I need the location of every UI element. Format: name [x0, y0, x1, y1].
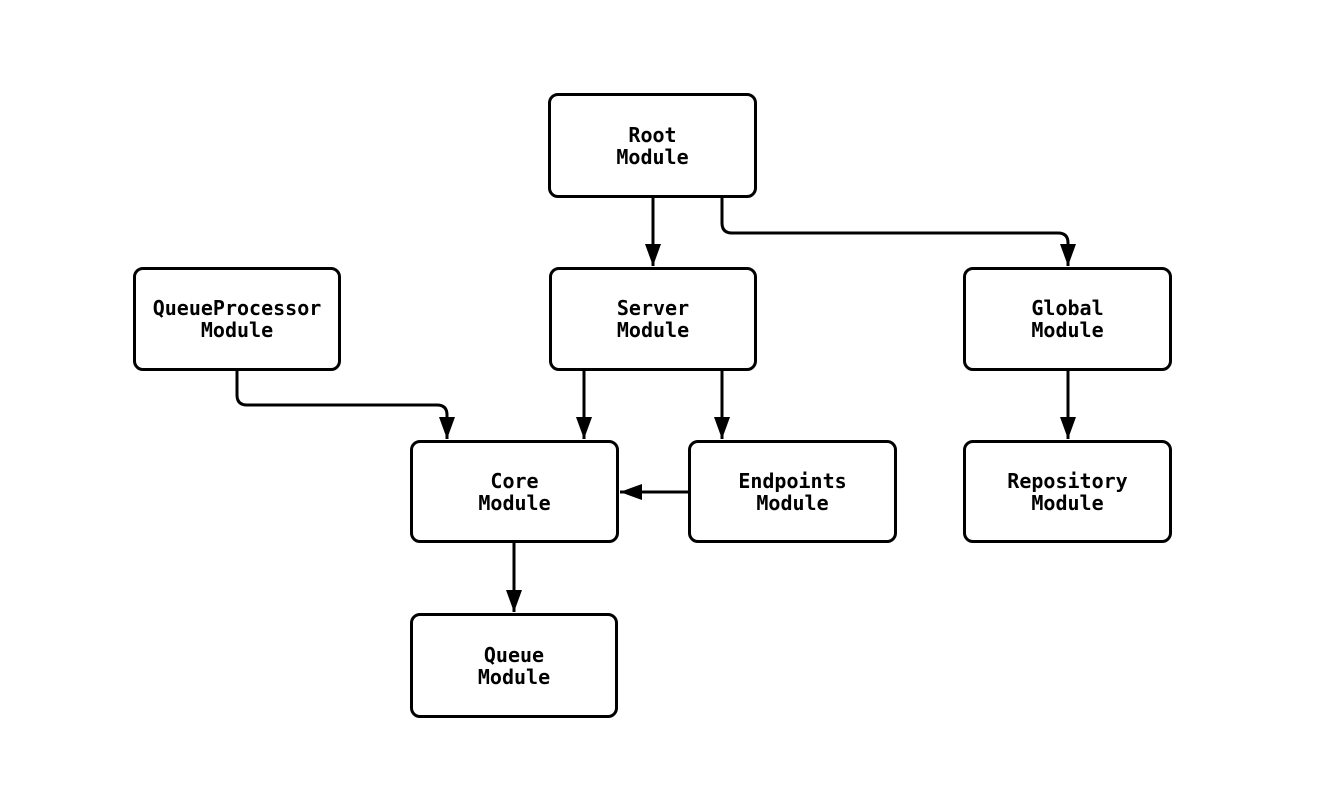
edge-root-module-to-global-module	[720, 197, 1076, 266]
node-label-line: Module	[478, 490, 551, 515]
node-label-line: Module	[616, 318, 690, 342]
node-label-line: Root	[628, 122, 677, 147]
node-label-line: Global	[1031, 296, 1104, 320]
node-label-line: Module	[1031, 490, 1104, 515]
node-label-line: QueueProcessor	[152, 296, 322, 320]
node-label-line: Module	[1031, 318, 1104, 342]
edge-queueprocessor-module-to-core-module	[235, 370, 455, 439]
node-label-line: Module	[616, 144, 689, 169]
node-label-line: Core	[490, 468, 539, 493]
node-label-line: Module	[477, 664, 551, 689]
node-label-line: Server	[616, 296, 690, 320]
node-label-line: Repository	[1007, 468, 1128, 493]
node-label-line: Endpoints	[738, 468, 847, 493]
node-label-line: Queue	[483, 642, 545, 667]
node-label-line: Module	[200, 318, 274, 342]
node-label-line: Module	[756, 490, 829, 515]
